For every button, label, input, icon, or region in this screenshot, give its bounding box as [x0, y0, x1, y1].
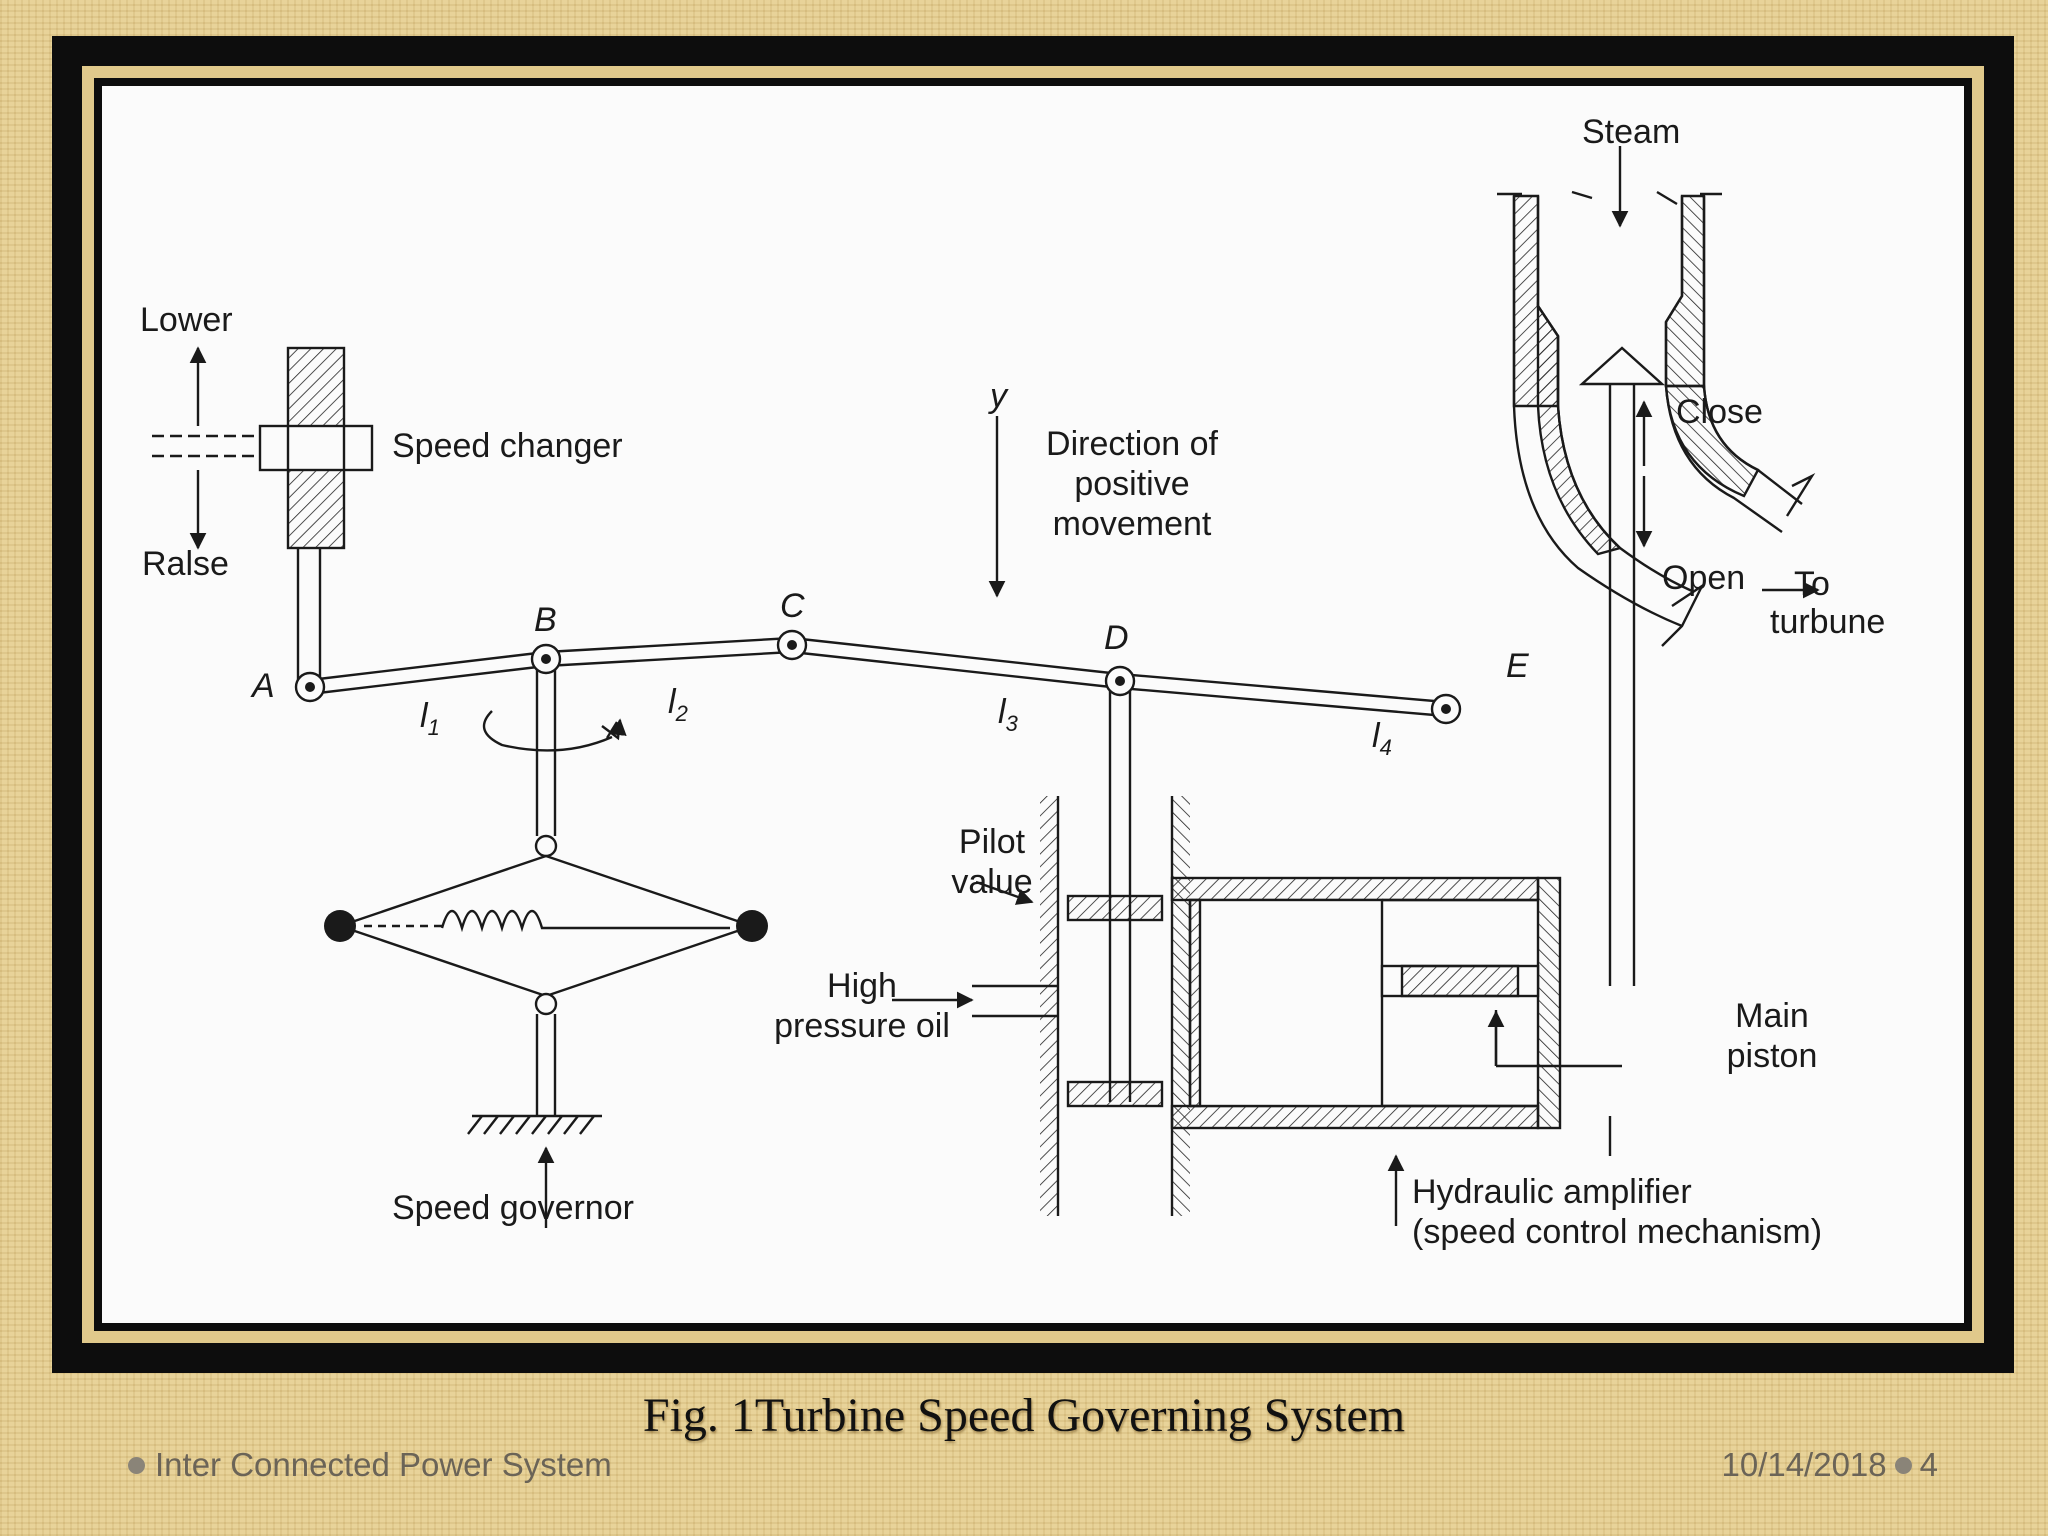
label-direction-2: positive: [1074, 465, 1190, 503]
label-direction-1: Direction of: [1046, 425, 1218, 463]
flyball-right: [736, 910, 768, 942]
figure-caption: Fig. 1Turbine Speed Governing System: [642, 1389, 1406, 1442]
label-speed-changer: Speed changer: [392, 427, 623, 465]
label-pilot-1: Pilot: [958, 823, 1026, 861]
label-speed-governor: Speed governor: [392, 1189, 634, 1227]
label-hydraulic-1: Hydraulic amplifier: [1412, 1173, 1692, 1211]
label-point-b: B: [534, 601, 557, 639]
bullet-icon: [1894, 1456, 1912, 1474]
label-l2: l2: [668, 683, 688, 726]
steam-valve-casing: [1497, 190, 1816, 647]
direction-arrows: [988, 146, 1820, 599]
label-l3: l3: [998, 693, 1018, 736]
label-to: To: [1794, 565, 1830, 603]
label-point-c: C: [780, 587, 805, 625]
label-main-2: piston: [1726, 1037, 1818, 1075]
bullet-icon: [128, 1456, 145, 1474]
label-point-d: D: [1104, 619, 1129, 657]
footer-date: 10/14/2018: [1721, 1446, 1887, 1483]
floating-lever: [309, 636, 1447, 718]
label-point-e: E: [1506, 647, 1529, 685]
page-number: 4: [1919, 1446, 1938, 1483]
footer-right: 10/14/2018 4: [1721, 1446, 1938, 1484]
label-main-1: Main: [1735, 997, 1809, 1035]
turbine-governor-diagram: [152, 146, 1820, 1228]
label-turbine: turbune: [1770, 603, 1886, 641]
label-raise: Ralse: [142, 545, 229, 583]
label-open: Open: [1662, 559, 1746, 597]
footer-left: Inter Connected Power System: [128, 1446, 612, 1484]
frame-gold-border: Steam Lower Ralse Speed changer y Direct…: [82, 66, 1984, 1343]
diagram-canvas: Steam Lower Ralse Speed changer y Direct…: [102, 86, 1964, 1323]
label-pilot-2: value: [951, 863, 1033, 901]
frame-inner-border: Steam Lower Ralse Speed changer y Direct…: [94, 78, 1972, 1331]
label-y: y: [990, 377, 1007, 415]
label-steam: Steam: [1582, 113, 1681, 151]
footer-title: Inter Connected Power System: [155, 1446, 612, 1483]
label-l1: l1: [420, 697, 440, 740]
label-high-1: High: [827, 967, 897, 1005]
lever-pivots: [294, 629, 1462, 725]
pilot-valve-rod: [1108, 686, 1132, 1102]
hydraulic-amplifier: [1170, 876, 1622, 1226]
valve-stem: [1578, 346, 1666, 986]
label-hydraulic-2: (speed control mechanism): [1412, 1213, 1823, 1251]
label-direction-3: movement: [1052, 505, 1212, 543]
label-l4: l4: [1372, 717, 1392, 760]
speed-changer: [152, 346, 374, 684]
slide-frame: Steam Lower Ralse Speed changer y Direct…: [52, 36, 2014, 1373]
label-close: Close: [1676, 393, 1763, 431]
flyball-left: [324, 910, 356, 942]
label-lower: Lower: [140, 301, 233, 339]
speed-governor: [336, 666, 756, 1228]
label-high-2: pressure oil: [774, 1007, 950, 1045]
label-point-a: A: [252, 667, 275, 705]
